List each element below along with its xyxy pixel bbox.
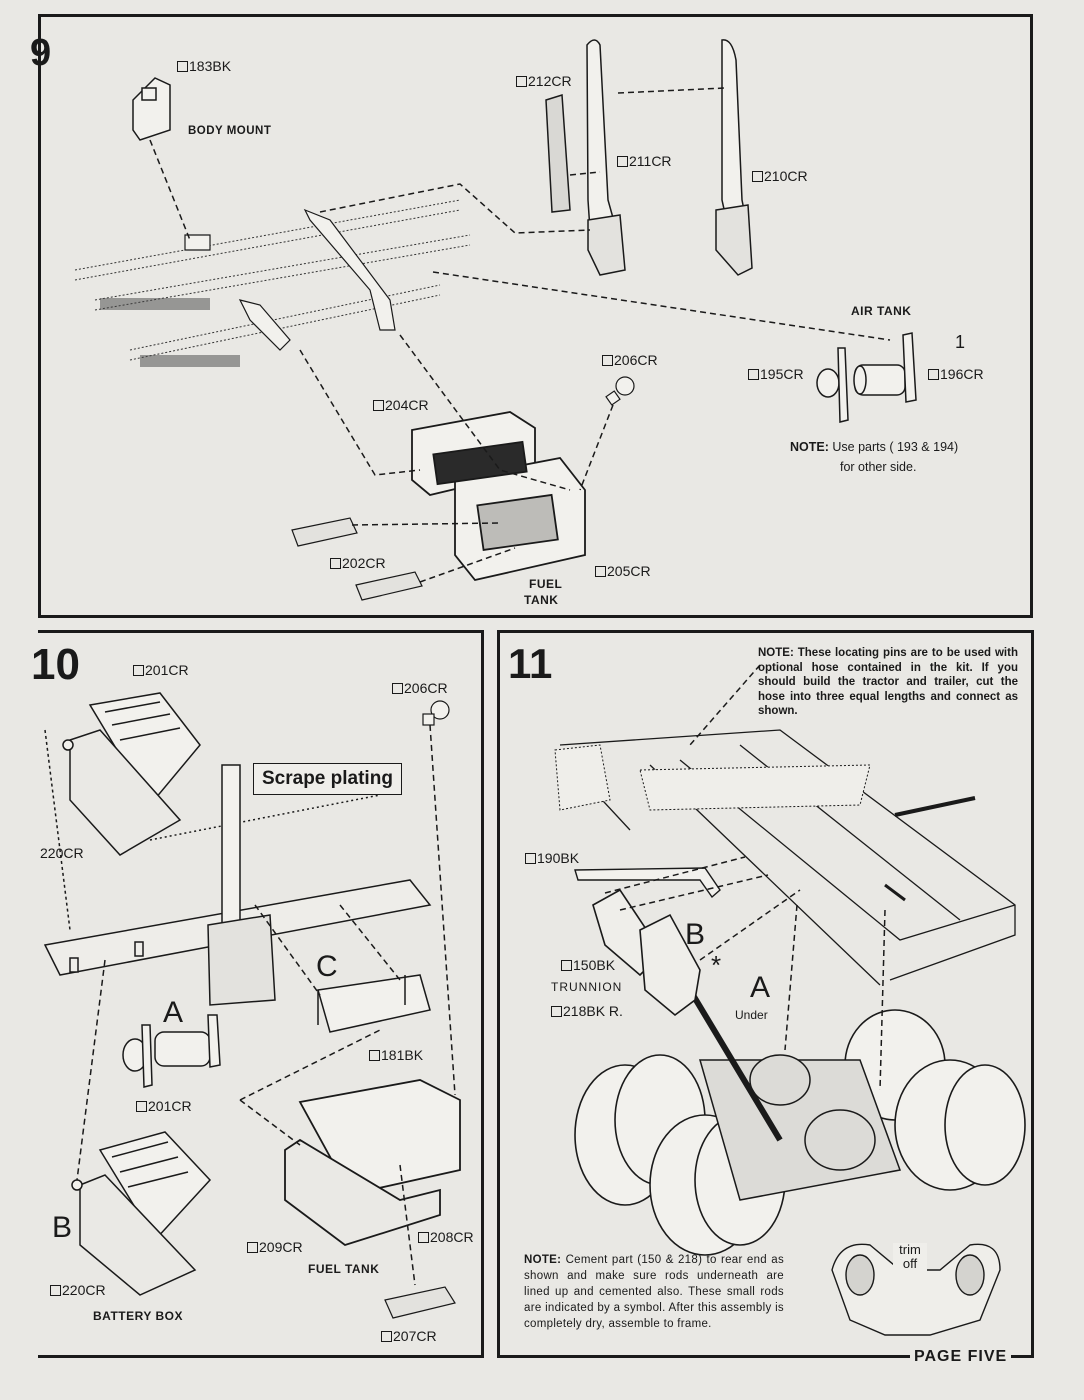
part-181bk-label: 181BK bbox=[369, 1047, 423, 1063]
part-209cr-label: 209CR bbox=[247, 1239, 303, 1255]
step-9-note-line1: Use parts ( 193 & 194) bbox=[832, 440, 959, 454]
assembly-arrows-11 bbox=[604, 664, 886, 1091]
letter-b-10: B bbox=[52, 1211, 73, 1244]
step-11-panel bbox=[497, 630, 1034, 1358]
exhaust-pipe-10 bbox=[207, 764, 276, 1006]
part-205cr-label: 205CR bbox=[595, 563, 651, 579]
axle-assembly bbox=[687, 988, 902, 1201]
part-211cr-label: 211CR bbox=[617, 153, 672, 169]
part-210cr-label: 210CR bbox=[752, 168, 808, 184]
part-208cr-label: 208CR bbox=[418, 1229, 474, 1245]
step-10-panel bbox=[38, 630, 484, 1358]
part-204cr-label: 204CR bbox=[373, 397, 429, 413]
chassis-detail bbox=[554, 744, 871, 811]
step-11-bottom-note-head: NOTE: bbox=[524, 1254, 562, 1266]
frame-detail bbox=[100, 298, 240, 367]
step-9-note-head: NOTE: bbox=[790, 440, 829, 454]
part-206cr-10-label: 206CR bbox=[392, 680, 448, 696]
battery-box-upper bbox=[62, 692, 201, 856]
part-220cr-top-label: 220CR bbox=[40, 845, 84, 861]
step-9-note: NOTE: Use parts ( 193 & 194) for other s… bbox=[790, 437, 958, 477]
step-10-number: 10 bbox=[20, 643, 80, 687]
exhaust-shield-part bbox=[545, 94, 571, 213]
body-mount-part bbox=[132, 77, 171, 141]
part-207cr-label: 207CR bbox=[381, 1328, 437, 1344]
step-9-illustration bbox=[74, 39, 917, 601]
step-11-number: 11 bbox=[508, 640, 553, 687]
step-9-number: 9 bbox=[30, 32, 52, 74]
assembly-arrows bbox=[149, 87, 891, 583]
letter-a-10: A bbox=[163, 996, 184, 1029]
letter-b-11: B bbox=[685, 918, 706, 951]
step-11-bottom-note: NOTE: Cement part (150 & 218) to rear en… bbox=[524, 1252, 784, 1332]
letter-c: C bbox=[316, 950, 338, 983]
part-183bk-label: 183BK bbox=[177, 58, 231, 74]
exhaust-stack-alt-part bbox=[715, 39, 753, 276]
air-tank-label: AIR TANK bbox=[851, 304, 912, 318]
part-212cr-label: 212CR bbox=[516, 73, 572, 89]
part-201cr-bottom-label: 201CR bbox=[136, 1098, 192, 1114]
step-11-bottom-note-text: Cement part (150 & 218) to rear end as s… bbox=[524, 1254, 785, 1330]
scrape-plating-label: Scrape plating bbox=[253, 763, 402, 795]
part-196cr-label: 196CR bbox=[928, 366, 984, 382]
step-11-top-note: NOTE: These locating pins are to be used… bbox=[758, 647, 1018, 717]
trim-off-label: trim off bbox=[893, 1243, 927, 1271]
frame-brackets bbox=[184, 208, 396, 351]
bolt-part bbox=[605, 376, 635, 406]
battery-box-label: BATTERY BOX bbox=[93, 1309, 183, 1323]
step-9-note-line2: for other side. bbox=[840, 460, 917, 474]
bracket-c bbox=[317, 974, 431, 1033]
part-201cr-top-label: 201CR bbox=[133, 662, 189, 678]
step-plate-parts bbox=[291, 517, 423, 601]
step-plate-207 bbox=[384, 1286, 456, 1319]
star-symbol: * bbox=[711, 950, 722, 980]
part-150bk-label: 150BK bbox=[561, 957, 615, 973]
frame-rails bbox=[74, 199, 471, 361]
step-9-panel bbox=[38, 14, 1033, 618]
trunnion-label: TRUNNION bbox=[551, 980, 623, 994]
part-218bk-label: 218BK R. bbox=[551, 1003, 623, 1019]
air-tank-part bbox=[816, 332, 917, 423]
trim-off-detail bbox=[831, 1243, 1001, 1336]
air-tank-a bbox=[122, 1014, 221, 1088]
fuel-tank-10 bbox=[284, 1079, 461, 1246]
letter-a-11: A bbox=[750, 971, 771, 1004]
bolt-part-10 bbox=[422, 700, 450, 726]
part-190bk-label: 190BK bbox=[525, 850, 579, 866]
step-10-number-text: 10 bbox=[31, 643, 80, 687]
part-206cr-label: 206CR bbox=[602, 352, 658, 368]
part-220cr-bottom-label: 220CR bbox=[50, 1282, 106, 1298]
trunnion-part bbox=[592, 888, 701, 1017]
fuel-tank-label-1: FUEL bbox=[529, 577, 563, 591]
part-195cr-label: 195CR bbox=[748, 366, 804, 382]
fuel-tank-10-label: FUEL TANK bbox=[308, 1262, 380, 1276]
body-mount-label: BODY MOUNT bbox=[188, 125, 272, 137]
fuel-tank-part bbox=[411, 411, 586, 582]
exhaust-stack-part bbox=[586, 39, 626, 276]
air-tank-number: 1 bbox=[955, 332, 966, 352]
assembly-arrows-10 bbox=[44, 724, 456, 1286]
battery-box-lower bbox=[71, 1131, 212, 1296]
fuel-tank-label-2: TANK bbox=[524, 593, 559, 607]
part-202cr-label: 202CR bbox=[330, 555, 386, 571]
page-number: PAGE FIVE bbox=[910, 1348, 1012, 1366]
under-label: Under bbox=[735, 1008, 768, 1022]
